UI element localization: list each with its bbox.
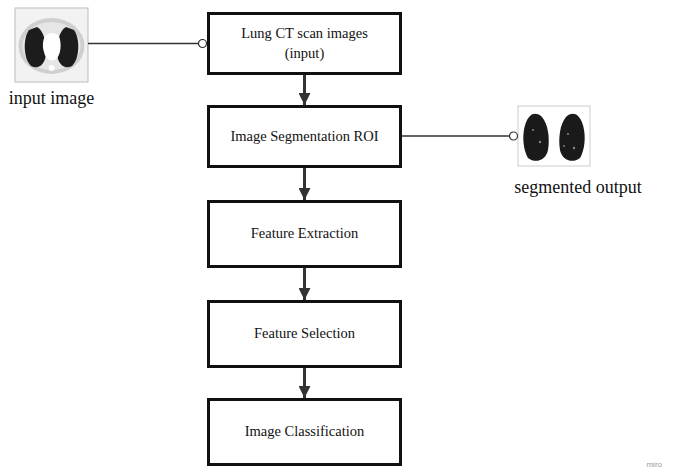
image-caption: input image [9, 88, 94, 109]
body-section [19, 18, 85, 74]
image-frame [518, 106, 590, 166]
box-label: Feature Selection [254, 324, 355, 344]
spine [49, 65, 55, 71]
ct-scan-image [15, 8, 88, 82]
box-label: Image Classification [245, 422, 365, 442]
process-box: Image Segmentation ROI [207, 105, 402, 168]
flow-arrow [303, 368, 306, 398]
image-caption: segmented output [514, 177, 641, 198]
flow-arrow [303, 75, 306, 105]
image-node: input image [15, 8, 88, 82]
flow-arrow [303, 168, 306, 200]
image-node: segmented output [518, 106, 590, 166]
vessel-dot [563, 145, 565, 147]
flow-arrow [303, 268, 306, 300]
connector-line [88, 43, 207, 45]
box-label: Image Segmentation ROI [230, 127, 378, 147]
box-label: Feature Extraction [251, 224, 359, 244]
vessel-dot [567, 133, 569, 135]
segmented-lung-image [518, 106, 590, 166]
chest-wall [23, 22, 81, 70]
image-frame [15, 8, 88, 82]
vessel-dot [573, 147, 575, 149]
lung-right [559, 114, 584, 161]
mediastinum [43, 33, 61, 61]
watermark: miro [646, 460, 662, 469]
vessel-dot [532, 129, 534, 131]
process-box: Feature Extraction [207, 200, 402, 268]
process-box: Lung CT scan images (input) [207, 12, 402, 75]
lung-left [523, 114, 548, 161]
process-box: Feature Selection [207, 300, 402, 368]
vessel-dot [539, 141, 541, 143]
box-label: Lung CT scan images (input) [220, 24, 389, 63]
lung-left [25, 27, 46, 67]
connector-line [402, 135, 518, 137]
process-box: Image Classification [207, 398, 402, 466]
